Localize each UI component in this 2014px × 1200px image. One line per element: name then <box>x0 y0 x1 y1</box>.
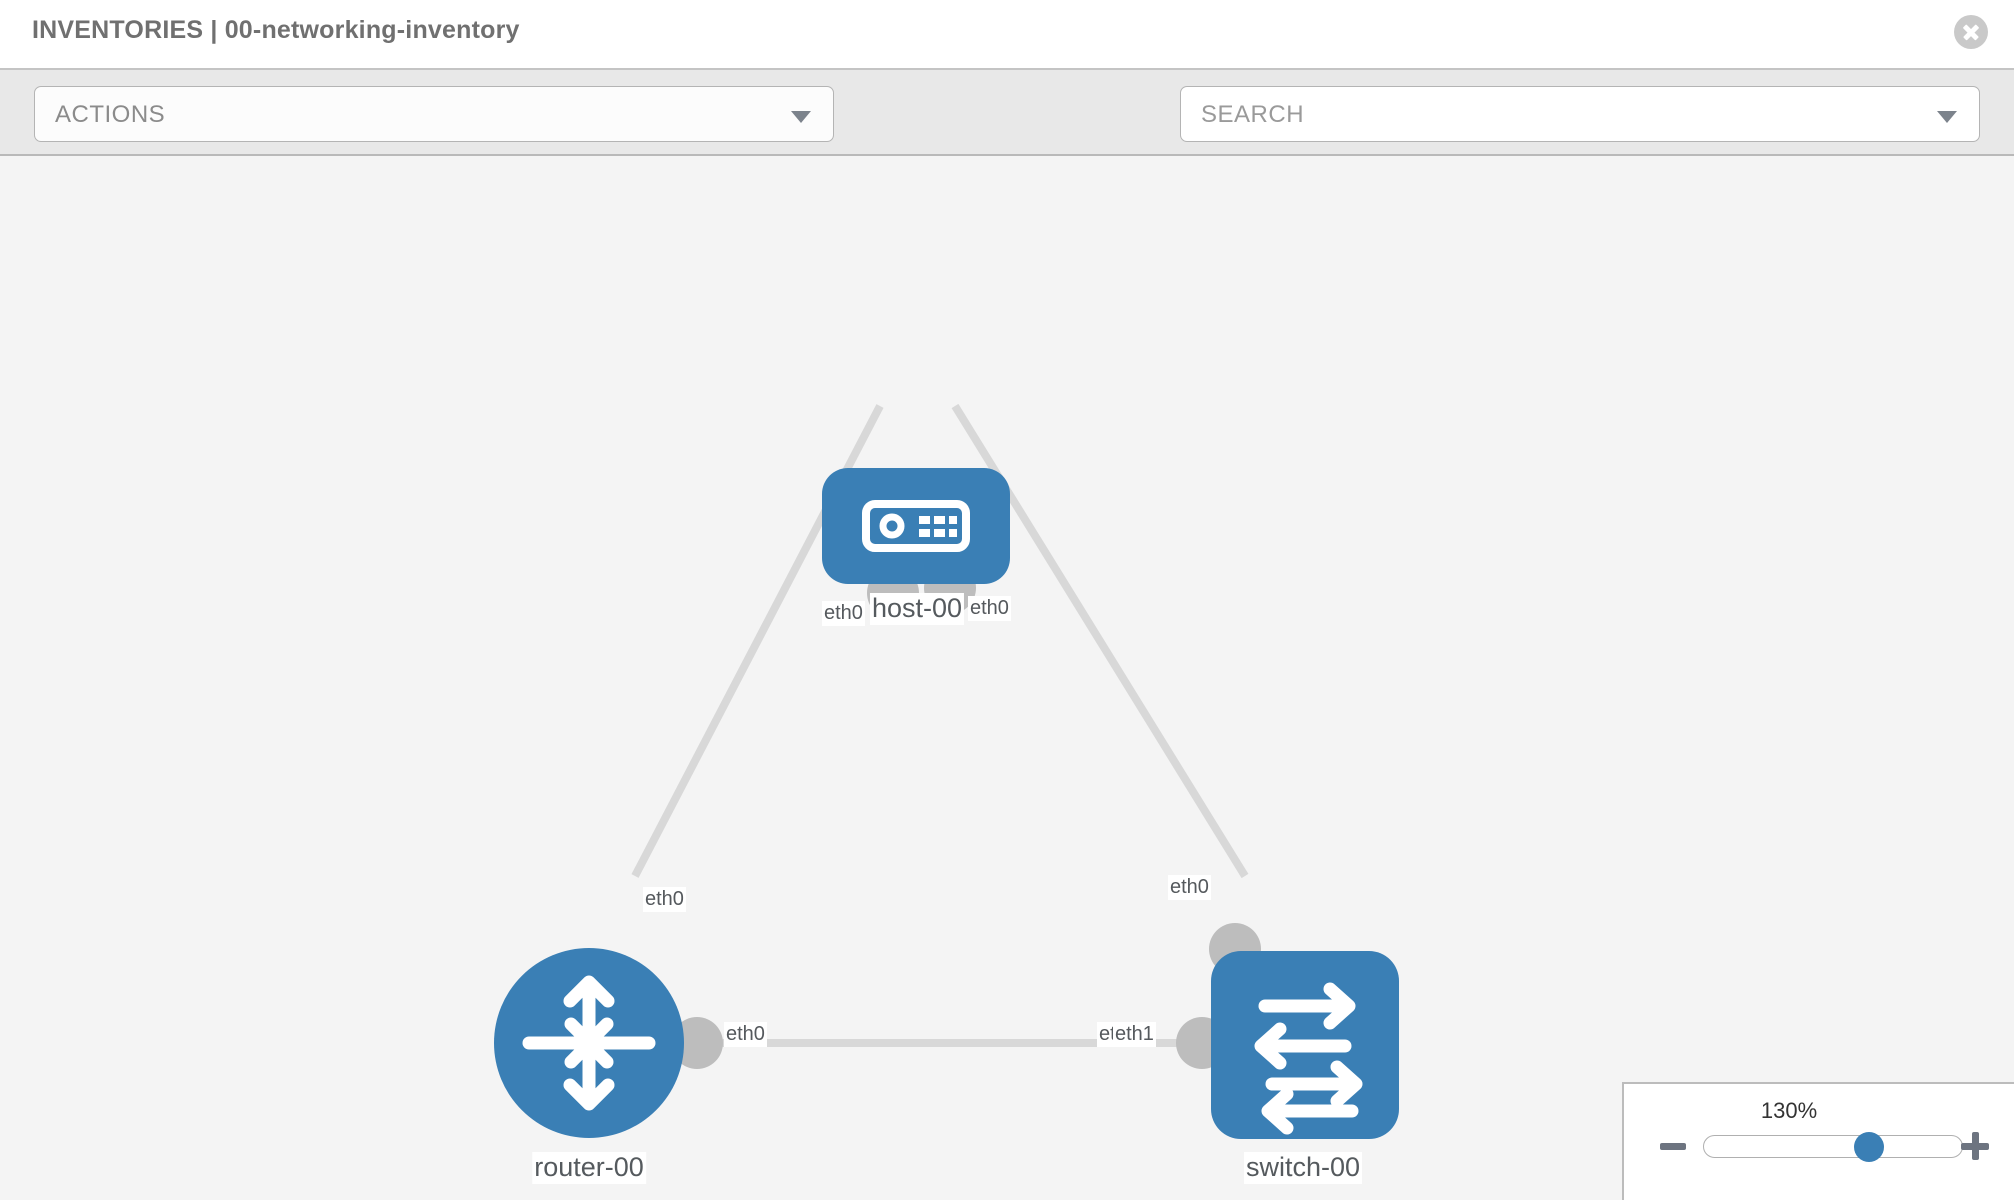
node-label-host-00: host-00 <box>869 593 965 625</box>
router-icon <box>522 975 656 1111</box>
zoom-slider-track[interactable] <box>1703 1135 1963 1158</box>
search-input[interactable]: SEARCH <box>1180 86 1980 142</box>
node-label-router-00: router-00 <box>532 1152 646 1184</box>
topology-graph[interactable] <box>0 156 2014 1200</box>
node-router-00 <box>494 948 684 1138</box>
node-host-00 <box>822 468 1010 584</box>
chevron-down-icon <box>791 111 811 123</box>
server-icon <box>862 500 970 552</box>
interface-label: eth1 <box>1113 1022 1156 1047</box>
close-icon[interactable] <box>1954 15 1988 49</box>
node-label-switch-00: switch-00 <box>1243 1152 1363 1184</box>
node-switch-00 <box>1211 951 1399 1139</box>
node-host-00-body <box>822 468 1010 584</box>
switch-icon <box>1254 982 1363 1135</box>
plus-icon-stroke-horizontal <box>1961 1142 1989 1150</box>
topology-canvas[interactable]: eth0 eth0 eth0 eth0 eth0 eth0 eth1 host-… <box>0 156 2014 1200</box>
minus-icon[interactable] <box>1660 1143 1686 1150</box>
interface-label: eth0 <box>643 887 686 912</box>
interface-label: eth0 <box>724 1022 767 1047</box>
page-title: INVENTORIES | 00-networking-inventory <box>32 16 520 44</box>
interface-label: eth0 <box>1168 875 1211 900</box>
actions-dropdown[interactable]: ACTIONS <box>34 86 834 142</box>
plus-icon[interactable] <box>1961 1132 1989 1160</box>
zoom-control-panel: 130% <box>1622 1082 2014 1200</box>
interface-label: eth0 <box>822 601 865 626</box>
interface-dot-router00-east <box>671 1017 723 1069</box>
chevron-down-icon[interactable] <box>1937 111 1957 123</box>
search-input-value: SEARCH <box>1201 101 1305 128</box>
page-header: INVENTORIES | 00-networking-inventory <box>0 0 2014 68</box>
toolbar: ACTIONS SEARCH <box>0 68 2014 198</box>
zoom-level-value: 130% <box>1760 1098 1818 1123</box>
actions-dropdown-label: ACTIONS <box>55 101 166 128</box>
interface-label: eth0 <box>968 596 1011 621</box>
zoom-slider-thumb[interactable] <box>1854 1132 1884 1162</box>
